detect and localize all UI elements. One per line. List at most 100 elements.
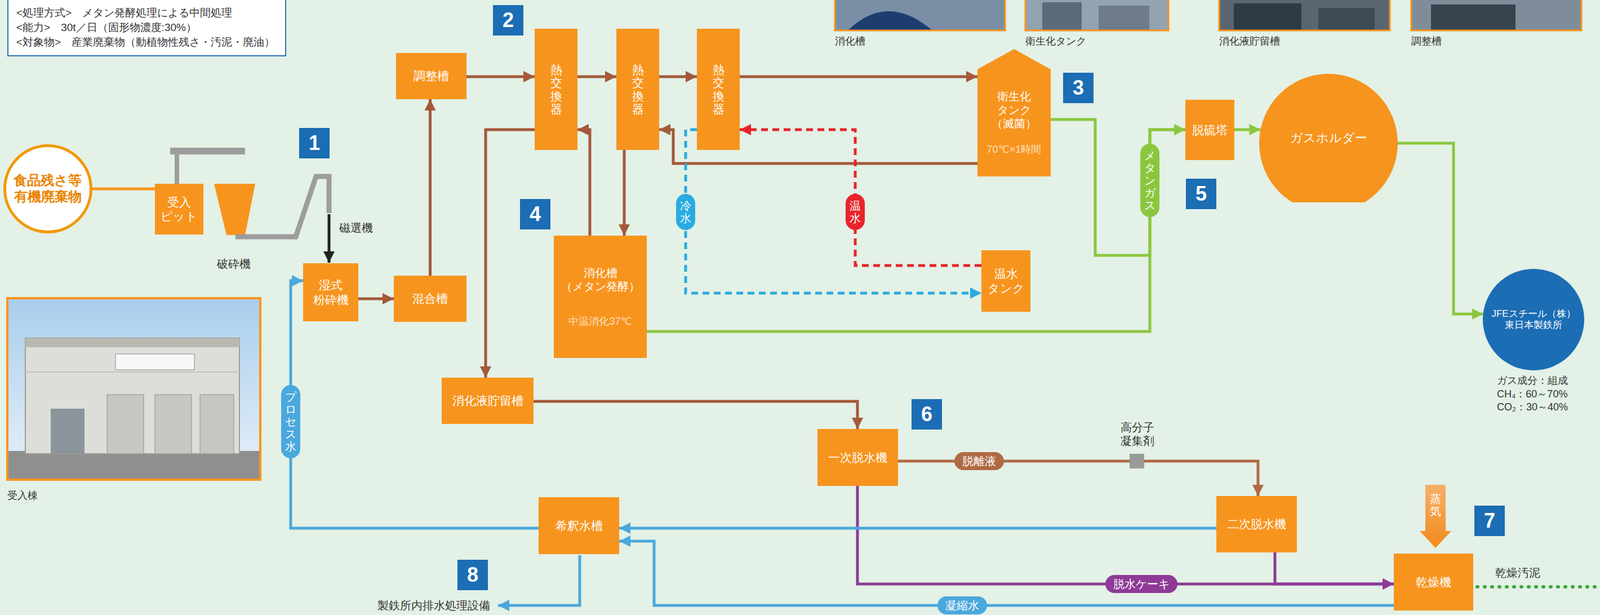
photo-tank	[1233, 3, 1302, 31]
node-label: 熱交換器	[632, 63, 644, 115]
node-content: 衛生化 タンク （滅菌）70℃×1時間	[987, 89, 1042, 157]
photo	[1025, 0, 1169, 31]
annotation: 磁選機	[339, 220, 373, 235]
node-label: 温水 タンク	[987, 266, 1025, 295]
flow-line	[533, 401, 858, 429]
photo-ground	[7, 450, 261, 480]
drain-line	[498, 554, 580, 606]
building-sign	[115, 353, 195, 370]
info-panel: <処理方式> メタン発酵処理による中間処理<能力> 30t／日（固形物濃度:30…	[7, 0, 287, 57]
photo-frame	[834, 0, 1006, 31]
process-box: 二次脱水機	[1216, 495, 1297, 553]
photo-tank	[1042, 2, 1082, 31]
building-shutter	[154, 394, 192, 454]
callout-number: 1	[299, 127, 330, 159]
annotation: 乾燥汚泥	[1495, 565, 1541, 580]
annotation: 破砕機	[216, 256, 251, 271]
callout-number: 2	[492, 5, 524, 36]
annotation: CO₂：30～40%	[1496, 401, 1568, 414]
holder-shape	[1259, 73, 1398, 203]
photo-tank	[1318, 7, 1375, 31]
photo-tank	[847, 11, 933, 31]
photo-tank	[1098, 5, 1150, 31]
building-roof	[25, 338, 240, 348]
annotation: ガス成分：組成	[1496, 374, 1568, 388]
steam-shape	[1419, 484, 1452, 548]
photo-caption: 受入棟	[7, 489, 38, 502]
node-content: JFEスチール（株） 東日本製鉄所	[1488, 308, 1579, 332]
process-box: 消化液貯留槽	[441, 377, 534, 424]
flow-label: 温水	[845, 193, 865, 230]
crusher-hopper	[214, 183, 256, 235]
crusher-post	[174, 147, 180, 184]
node-label: <処理方式> メタン発酵処理による中間処理	[16, 5, 233, 21]
node-label: JFEスチール（株） 東日本製鉄所	[1488, 308, 1579, 332]
node-label: 脱硫塔	[1192, 122, 1228, 137]
building	[25, 338, 240, 454]
node-content: 消化槽 （メタン発酵）中温消化37℃	[560, 265, 642, 328]
node-content: 消化液貯留槽	[452, 393, 524, 408]
node-content: 湿式 粉砕機	[312, 277, 350, 306]
node-content: 食品残さ等 有機廃棄物	[11, 172, 85, 206]
photo-tank	[1430, 4, 1516, 31]
node-content: 二次脱水機	[1227, 516, 1287, 531]
photo-caption: 消化槽	[834, 35, 866, 48]
process-box: 湿式 粉砕機	[303, 263, 359, 322]
process-box: 消化槽 （メタン発酵）中温消化37℃	[553, 235, 647, 358]
node-content: 受入 ピット	[160, 194, 198, 224]
flow-line	[685, 129, 982, 293]
callout-number: 4	[520, 198, 551, 230]
flow-line	[466, 75, 535, 79]
process-box: 受入 ピット	[154, 183, 204, 235]
node-label: 混合槽	[412, 291, 448, 306]
node-note: 70℃×1時間	[987, 143, 1042, 157]
process-box: 混合槽	[393, 275, 467, 322]
photo	[1411, 0, 1582, 31]
node-content: 希釈水槽	[555, 518, 603, 533]
process-box: 希釈水槽	[538, 496, 620, 554]
flow-line	[623, 149, 626, 236]
building-shutter	[200, 394, 234, 454]
node-content: 調整槽	[413, 68, 450, 83]
node-label: 蒸気	[1429, 492, 1442, 518]
callout-number: 8	[457, 559, 488, 590]
building-door	[50, 408, 85, 454]
process-box: 乾燥機	[1393, 553, 1474, 611]
flow-line	[1234, 128, 1261, 132]
flow-line	[739, 75, 978, 79]
node-note: <能力> 30t／日（固形物濃度:30%）	[16, 20, 197, 35]
callout-number: 5	[1185, 178, 1217, 210]
flow-line	[739, 129, 982, 266]
process-box: 温水 タンク	[981, 250, 1031, 312]
flow-label: プロセス水	[281, 384, 301, 459]
node-label: 食品残さ等 有機廃棄物	[11, 172, 85, 206]
process-box: 脱硫塔	[1185, 99, 1235, 160]
flow-line	[659, 75, 697, 79]
photo-caption: 調整槽	[1411, 35, 1442, 48]
node-content: 温水 タンク	[987, 266, 1025, 295]
photo-caption: 衛生化タンク	[1025, 35, 1087, 48]
flow-label: 脱離液	[954, 451, 1004, 470]
flow-line	[358, 297, 394, 301]
node-label: 希釈水槽	[555, 518, 603, 533]
photo	[1219, 0, 1390, 31]
node-note: <対象物> 産業廃棄物（動植物性残さ・汚泥・廃油）	[16, 34, 275, 50]
heat-exchanger-box: 熱交換器	[534, 28, 578, 150]
photo-sky	[7, 298, 261, 480]
flow-line	[485, 129, 535, 378]
flocculant-dosing-point	[1129, 453, 1145, 469]
flow-label: メタンガス	[1140, 143, 1160, 217]
node-content: 混合槽	[412, 291, 448, 306]
flow-line	[619, 526, 1217, 530]
node-label: 受入 ピット	[160, 194, 198, 224]
annotation: 製鉄所内排水処理設備	[377, 598, 491, 612]
node-note: 中温消化37℃	[568, 315, 632, 328]
destination-circle: JFEスチール（株） 東日本製鉄所	[1482, 268, 1585, 371]
flow-line	[1050, 119, 1186, 256]
dried-sludge-line	[1477, 584, 1597, 589]
node-content: 乾燥機	[1415, 574, 1452, 589]
node-content: 蒸気	[1429, 492, 1442, 518]
conveyor	[235, 176, 330, 237]
node-content: 熱交換器	[550, 63, 563, 115]
